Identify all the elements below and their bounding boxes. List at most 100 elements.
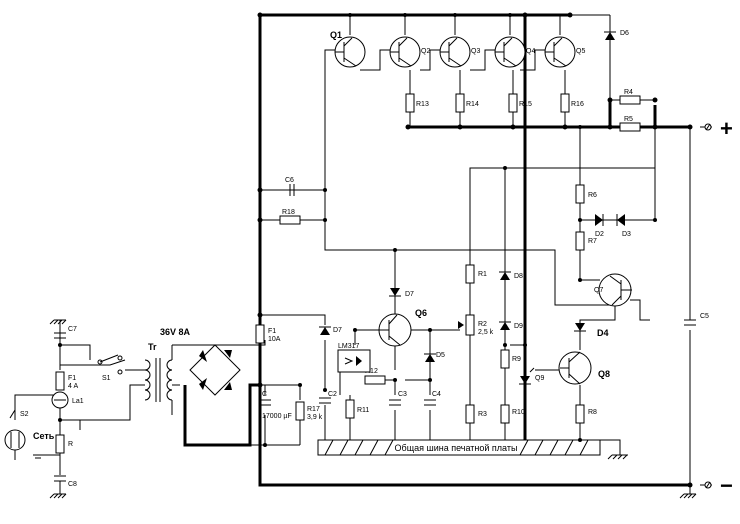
diode-d7-bottom (319, 326, 331, 335)
label-c3: C3 (398, 391, 407, 398)
diode-d9 (499, 321, 511, 330)
label-minus-terminal: − (720, 473, 733, 498)
fuse-f1a (55, 371, 65, 391)
resistor-r8 (575, 404, 585, 424)
label-r10: R10 (512, 409, 525, 416)
resistor-r7 (575, 231, 585, 251)
label-d7-bottom: D7 (333, 327, 342, 334)
label-r1: R1 (478, 271, 487, 278)
resistor-r4 (619, 95, 641, 105)
label-r17-value: 3,9 k (307, 414, 323, 421)
capacitor-c8 (54, 475, 66, 482)
label-r6: R6 (588, 192, 597, 199)
resistor-r16 (560, 93, 570, 113)
diode-q9 (519, 367, 535, 385)
diode-d6 (604, 31, 616, 40)
transistor-q2 (389, 36, 421, 68)
label-q7: Q7 (594, 287, 603, 294)
diode-d5 (424, 353, 436, 362)
resistors (55, 93, 641, 454)
label-d5: D5 (436, 352, 445, 359)
label-s2: S2 (20, 411, 29, 418)
label-r15: R15 (519, 101, 532, 108)
label-f1a-value: 4 A (68, 383, 78, 390)
label-tr-rating: 36V 8A (160, 327, 191, 337)
label-r17: R17 (307, 406, 320, 413)
bridge-rectifier (189, 344, 241, 396)
mains-plug (4, 409, 26, 451)
label-r3: R3 (478, 411, 487, 418)
label-c: C (262, 391, 267, 398)
label-d3: D3 (622, 231, 631, 238)
label-r2: R2 (478, 321, 487, 328)
junction-dots (58, 12, 693, 488)
transistor-q5 (544, 36, 576, 68)
capacitor-c5 (684, 319, 696, 326)
resistor-r6 (575, 184, 585, 204)
label-f1b: F1 (268, 328, 276, 335)
output-terminals (700, 123, 712, 489)
capacitor-c2 (319, 397, 331, 404)
potentiometer-wiper (458, 321, 464, 329)
diode-d4 (574, 323, 586, 332)
bus-label: Общая шина печатной платы (395, 443, 518, 453)
diode-d3 (616, 214, 625, 226)
resistor-r12 (364, 375, 386, 385)
label-r2-value: 2,5 k (478, 329, 494, 336)
lamp-la1 (51, 391, 69, 409)
label-q3: Q3 (471, 48, 480, 55)
label-c7: C7 (68, 326, 77, 333)
label-f1a: F1 (68, 375, 76, 382)
resistor-r13 (405, 93, 415, 113)
resistor-r15 (508, 93, 518, 113)
transistor-q4 (494, 36, 526, 68)
label-d9: D9 (514, 323, 523, 330)
label-c4: C4 (432, 391, 441, 398)
label-c6: C6 (285, 177, 294, 184)
capacitor-c3 (389, 399, 401, 406)
capacitor-c4 (424, 399, 436, 406)
resistor-r11 (345, 399, 355, 419)
label-la1: La1 (72, 398, 84, 405)
label-r4: R4 (624, 89, 633, 96)
fuse-f1b (255, 324, 265, 344)
ground-symbols (33, 319, 697, 499)
label-q8: Q8 (598, 369, 610, 379)
label-q6: Q6 (415, 308, 427, 318)
resistor-r (55, 434, 65, 454)
capacitors (54, 184, 696, 482)
resistor-r18 (279, 215, 301, 225)
label-c8: C8 (68, 481, 77, 488)
label-r9: R9 (512, 356, 521, 363)
label-d6: D6 (620, 30, 629, 37)
label-r5: R5 (624, 116, 633, 123)
capacitor-c6 (289, 184, 295, 196)
label-q9: Q9 (535, 375, 544, 382)
resistor-r5 (619, 122, 641, 132)
label-c5: C5 (700, 313, 709, 320)
label-f1b-value: 10A (268, 336, 281, 343)
label-s1: S1 (102, 375, 111, 382)
transistor-q7 (598, 273, 632, 307)
label-mains: Сеть (33, 431, 55, 441)
label-q1: Q1 (330, 30, 342, 40)
regulator-lm317 (337, 349, 371, 373)
label-plus-terminal: + (720, 116, 733, 141)
switch-s1 (97, 354, 123, 375)
transistor-q6 (375, 313, 412, 347)
label-r8: R8 (588, 409, 597, 416)
transistor-q3 (439, 36, 471, 68)
resistor-r10 (500, 404, 510, 424)
label-tr: Tr (148, 342, 157, 352)
label-d2: D2 (595, 231, 604, 238)
label-r12: R12 (365, 368, 378, 375)
label-lm317: LM317 (338, 343, 360, 350)
capacitor-c7 (54, 332, 66, 339)
diode-d8 (499, 271, 511, 280)
resistor-r14 (455, 93, 465, 113)
diode-d2 (595, 214, 604, 226)
label-r7: R7 (588, 238, 597, 245)
label-d7-top: D7 (405, 291, 414, 298)
